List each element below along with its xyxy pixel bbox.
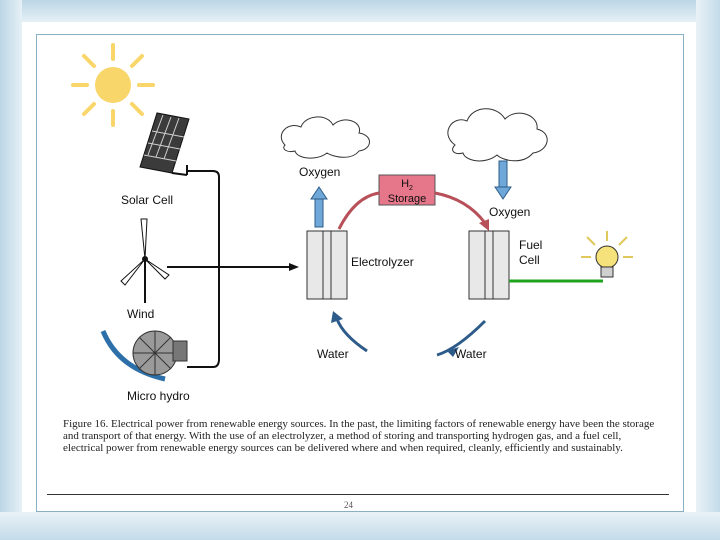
- page-number: 24: [344, 500, 353, 510]
- electrolyzer-icon: [306, 230, 348, 300]
- oxygen-out-arrow: [310, 186, 328, 228]
- label-storage: Storage: [387, 193, 427, 206]
- label-oxygen-left: Oxygen: [299, 165, 341, 179]
- cycle-arrows: [335, 191, 487, 357]
- solar-panel-icon: [139, 112, 190, 176]
- label-micro-hydro: Micro hydro: [127, 389, 190, 403]
- diagram-canvas: [71, 43, 633, 382]
- label-h2: H: [401, 178, 410, 190]
- micro-hydro-icon: [100, 330, 188, 382]
- label-water-right: Water: [455, 347, 487, 361]
- cloud-right-icon: [447, 108, 548, 162]
- oxygen-in-arrow: [494, 160, 512, 200]
- frame-left: [0, 0, 22, 540]
- frame-right: [696, 0, 720, 540]
- label-h2-storage: H2 Storage: [379, 179, 435, 205]
- h2-storage-box: [378, 174, 436, 206]
- footer-rule: [47, 494, 669, 495]
- label-cell: Cell: [519, 253, 540, 267]
- label-h2-sub: 2: [409, 185, 413, 193]
- frame-bottom: [0, 512, 720, 540]
- source-wire: [167, 170, 293, 368]
- wind-turbine-icon: [120, 218, 170, 303]
- label-solar-cell: Solar Cell: [121, 193, 174, 207]
- label-oxygen-right: Oxygen: [489, 205, 531, 219]
- label-electrolyzer: Electrolyzer: [351, 255, 414, 269]
- label-water-left: Water: [317, 347, 349, 361]
- sun-icon: [71, 43, 155, 127]
- arrow-to-electrolyzer: [289, 263, 299, 271]
- label-fuel: Fuel: [519, 238, 543, 252]
- cloud-left-icon: [280, 116, 370, 159]
- frame-top: [0, 0, 720, 22]
- light-bulb-icon: [581, 231, 633, 278]
- fuel-cell-icon: [468, 230, 510, 300]
- figure-panel: Solar Cell Wind Micro hydro Oxygen Oxyge…: [36, 34, 684, 512]
- figure-caption: Figure 16. Electrical power from renewab…: [63, 418, 655, 454]
- label-wind: Wind: [127, 307, 155, 321]
- slide: Solar Cell Wind Micro hydro Oxygen Oxyge…: [22, 22, 696, 512]
